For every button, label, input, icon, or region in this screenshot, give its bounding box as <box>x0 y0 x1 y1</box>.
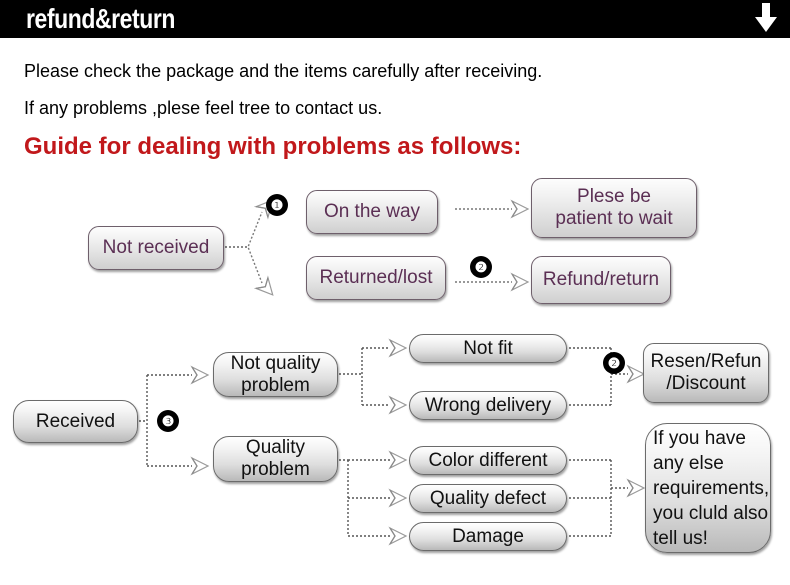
connector-received-split <box>139 366 209 475</box>
connector-returnedlost-refundreturn <box>455 273 529 291</box>
node-quality-defect[interactable]: Quality defect <box>409 484 567 513</box>
down-arrow-icon <box>755 3 777 32</box>
node-damage[interactable]: Damage <box>409 522 567 551</box>
node-not-quality-problem[interactable]: Not quality problem <box>213 352 338 397</box>
connector-notreceived-returnedlost <box>225 246 280 301</box>
node-refund-return[interactable]: Refund/return <box>531 256 671 304</box>
marker-1: ❶ <box>266 194 288 216</box>
node-quality-problem[interactable]: Quality problem <box>213 436 338 482</box>
marker-2-bottom: ❷ <box>603 352 625 374</box>
node-received[interactable]: Received <box>13 400 138 443</box>
header-bar: refund&return <box>0 0 790 38</box>
connector-notreceived-ontheway <box>225 194 280 248</box>
node-returned-lost[interactable]: Returned/lost <box>306 256 446 300</box>
intro-line-1: Please check the package and the items c… <box>24 61 543 81</box>
connector-notquality-issues <box>339 339 407 414</box>
node-color-different[interactable]: Color different <box>409 446 567 475</box>
node-any-else-requirements[interactable]: If you have any else requirements, you c… <box>645 423 771 553</box>
node-wrong-delivery[interactable]: Wrong delivery <box>409 391 567 420</box>
node-plese-be-patient[interactable]: Plese be patient to wait <box>531 178 697 238</box>
node-resend-refund-discount[interactable]: Resen/Refun /Discount <box>643 343 769 403</box>
node-on-the-way[interactable]: On the way <box>306 190 438 234</box>
marker-2-top: ❷ <box>470 256 492 278</box>
node-not-fit[interactable]: Not fit <box>409 334 567 363</box>
page-title: refund&return <box>26 3 176 34</box>
connector-quality-issues <box>339 451 407 545</box>
node-not-received[interactable]: Not received <box>88 226 224 270</box>
connector-ontheway-plesebe <box>455 200 529 218</box>
intro-line-2: If any problems ,plese feel tree to cont… <box>24 98 383 118</box>
marker-3: ❸ <box>157 410 179 432</box>
guide-heading: Guide for dealing with problems as follo… <box>24 133 522 160</box>
connector-issues-results <box>569 347 645 537</box>
